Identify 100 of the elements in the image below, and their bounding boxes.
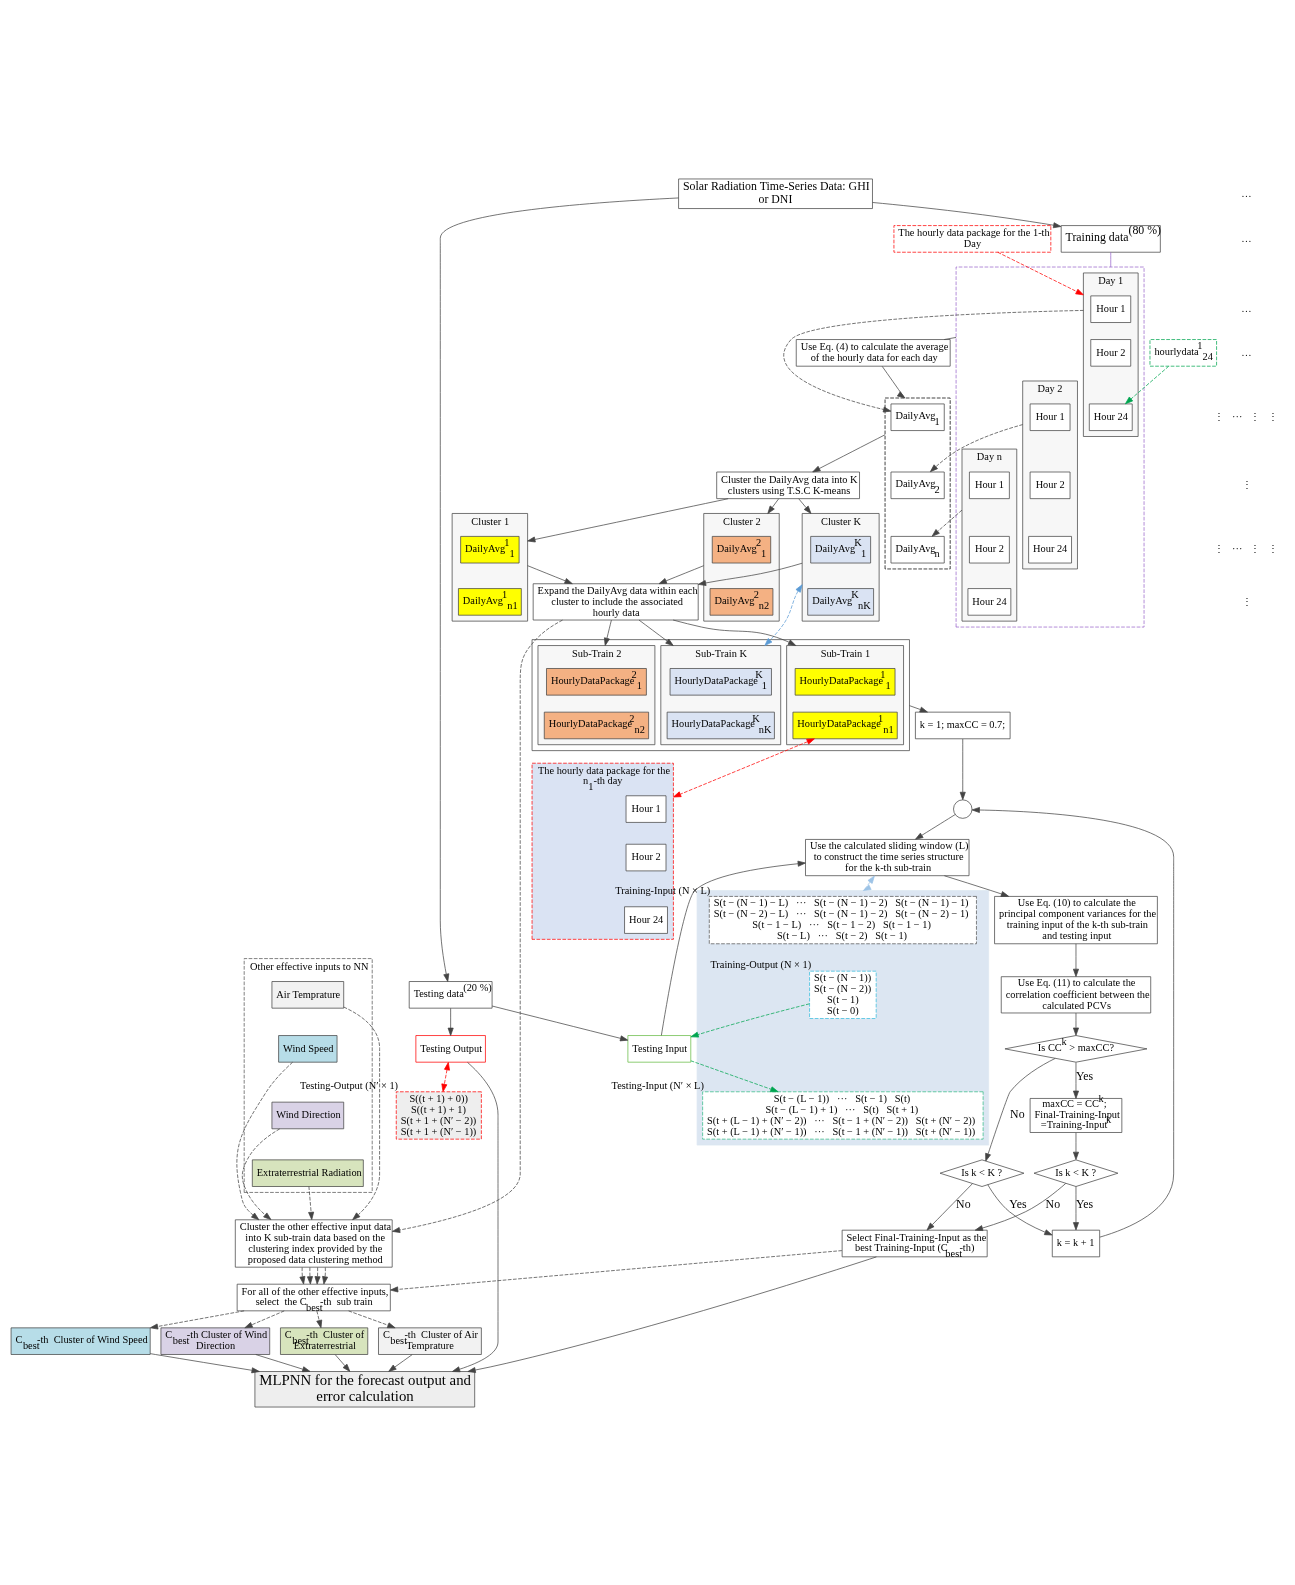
- node-box: Cluster the other effective input data into K sub-train data based on the clustering index provided by the proposed data clustering method: [234, 1218, 393, 1268]
- arrow: [798, 497, 812, 514]
- arrow: [447, 1007, 454, 1036]
- arrow: [1125, 365, 1169, 404]
- node-box: Solar Radiation Time-Series Data: GHI or DNI: [678, 178, 873, 209]
- arrow: [527, 564, 573, 584]
- cluster: [955, 266, 1145, 627]
- node-box: k = k + 1: [1051, 1229, 1101, 1257]
- label: ⋮ ··· ⋮ ⋮: [1214, 542, 1279, 554]
- arrow: [767, 497, 780, 514]
- node-box: Hour 24: [967, 587, 1012, 616]
- node-box: Wind Speed: [278, 1034, 338, 1063]
- arrow: [1073, 942, 1079, 977]
- arrow: [149, 1352, 260, 1373]
- edge-label: No: [1045, 1196, 1061, 1211]
- arrow: [997, 251, 1084, 295]
- arrow: [452, 1061, 499, 1372]
- node-box: Hour 2: [1029, 471, 1071, 499]
- node-box: Use the calculated sliding window (L) to construct the time series structure for the k-th sub-train: [805, 838, 970, 876]
- arrow: [863, 875, 875, 891]
- arrow: [388, 1353, 413, 1372]
- arrow: [314, 1266, 321, 1284]
- arrow: [690, 1002, 810, 1037]
- node-box: Use Eq. (11) to calculate the correlation coefficient between the calculated PCVs: [1000, 975, 1152, 1013]
- label: …: [1241, 187, 1252, 198]
- arrow: [698, 562, 803, 586]
- arrow: [441, 1061, 450, 1092]
- node-diamond: Is k < K ?: [1033, 1159, 1119, 1187]
- arrow: [638, 619, 674, 646]
- node-box: S(t − (N − 1) − L) ··· S(t − (N − 1) − 2) S(t − (N − 1) − 1) S(t − (N − 2) − L) ··· S(t − (N − 1) − 2) S(t − (N − 2) − 1) S(t − 1 − L) ··· S(t − 1 − 2) S(t − 1 − 1) S(t − L) ··· S(t − 2) S(t − 1): [708, 895, 977, 944]
- arrow: [926, 1182, 973, 1230]
- arrow: [985, 1057, 1056, 1161]
- node-box: S((t + 1) + 0)) S((t + 1) + 1) S(t + 1 + (N′ − 2)) S(t + 1 + (N′ − 1)): [395, 1090, 482, 1139]
- node-box: Air Temprature: [271, 980, 345, 1009]
- arrow: [1073, 1012, 1079, 1036]
- arrow: [316, 1310, 323, 1328]
- arrow: [343, 1006, 380, 1220]
- arrow: [527, 497, 729, 542]
- label: ⋮: [1241, 595, 1252, 607]
- node-box: The hourly data package for the 1-th Day: [893, 224, 1052, 253]
- arrow: [390, 1249, 843, 1292]
- node-box: Hour 1: [1029, 403, 1071, 431]
- arrow: [604, 619, 612, 646]
- connector: [1110, 251, 1112, 267]
- label: …: [1241, 232, 1252, 244]
- node-box: Hour 24: [624, 905, 668, 934]
- node-box: k = 1; maxCC = 0.7;: [915, 711, 1011, 739]
- node-label: Training-Output (N × 1): [710, 958, 812, 970]
- label: …: [1241, 302, 1252, 314]
- edge-label: Yes: [1009, 1196, 1027, 1211]
- arrow: [149, 1310, 245, 1329]
- node-box: MLPNN for the forecast output and error calculation: [254, 1370, 476, 1407]
- arrow: [881, 365, 906, 398]
- connector: [943, 336, 957, 340]
- node-box: Wind Direction: [271, 1101, 345, 1129]
- node-box: Hour 1: [625, 794, 667, 823]
- arrow: [872, 201, 1062, 228]
- node-label: Testing-Input (N′ × L): [611, 1079, 704, 1091]
- edge-label: No: [1010, 1106, 1025, 1121]
- node-box: Extraterrestrial Radiation: [251, 1159, 364, 1187]
- arrow: [322, 1266, 328, 1284]
- arrow: [491, 1005, 629, 1041]
- arrow: [308, 1185, 315, 1220]
- arrow: [987, 1183, 1053, 1235]
- node-box: Testing Output: [415, 1034, 486, 1063]
- arrow: [244, 1310, 285, 1328]
- arrow: [348, 1310, 396, 1328]
- arrow: [812, 433, 886, 472]
- arrow: [764, 583, 803, 646]
- label: ⋮: [1241, 478, 1252, 490]
- node-box: Hour 1: [969, 471, 1010, 499]
- arrow: [931, 509, 963, 537]
- node-diamond: Is k < K ?: [939, 1159, 1025, 1187]
- arrow: [959, 738, 966, 800]
- arrow: [783, 309, 1084, 412]
- node-circle: [953, 799, 973, 819]
- arrow: [690, 1059, 779, 1092]
- arrow: [1073, 1185, 1079, 1230]
- node-box: Expand the DailyAvg data within each cluster to include the associated hourly data: [532, 582, 699, 620]
- node-box: Hour 1: [1090, 295, 1132, 323]
- label: …: [1241, 346, 1252, 358]
- arrow: [661, 860, 806, 1036]
- arrow: [1073, 1131, 1079, 1160]
- arrow: [236, 1061, 293, 1220]
- arrow: [915, 813, 956, 840]
- arrow: [658, 564, 705, 584]
- node-box: S(t − (N − 1)) S(t − (N − 2)) S(t − 1) S(t − 0): [809, 970, 877, 1019]
- arrow: [909, 704, 928, 712]
- arrow: [673, 738, 815, 797]
- node-label: Testing-Output (N′ × 1): [300, 1079, 399, 1091]
- arrow: [467, 1256, 877, 1373]
- arrow: [929, 423, 1024, 472]
- node-box: Testing Input: [627, 1034, 692, 1063]
- arrow: [299, 1266, 306, 1284]
- arrow: [672, 619, 797, 646]
- node-box: S(t − (L − 1)) ··· S(t − 1) S(t) S(t − (L − 1) + 1) ··· S(t) S(t + 1) S(t + (L − 1) + (N′ − 2)) ··· S(t − 1 + (N′ − 2)) S(t + (N′ − 2)) S(t + (L − 1) + (N′ − 1)) ··· S(t − 1 + (N′ − 1)) S(t + (N′ − 1)): [702, 1090, 984, 1139]
- arrow: [974, 1182, 1067, 1231]
- node-box: Use Eq. (10) to calculate the principal component variances for the training input of the k-th sub-train and testing input: [994, 895, 1158, 944]
- node-box: Hour 24: [1028, 535, 1072, 563]
- node-box: Hour 2: [625, 843, 667, 871]
